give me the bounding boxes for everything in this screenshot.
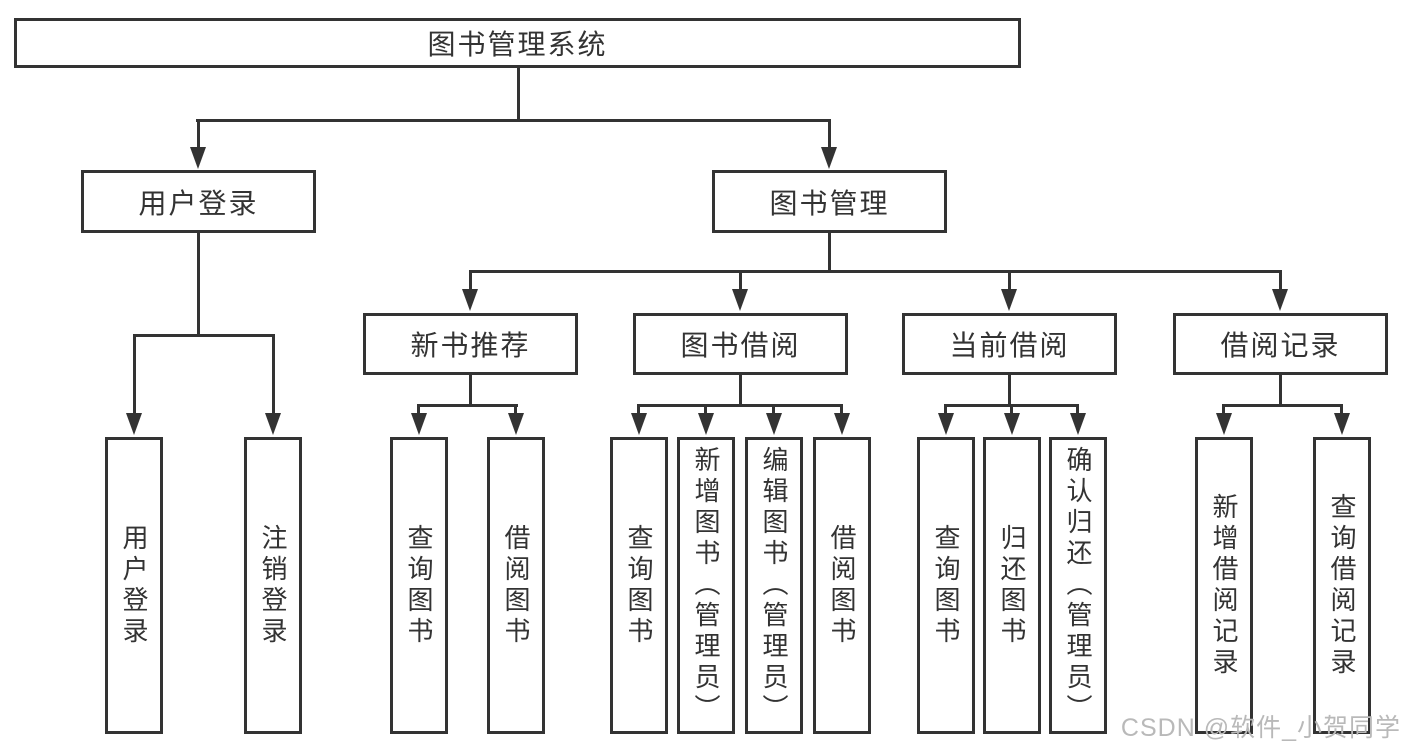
- connector-vline: [1279, 270, 1282, 291]
- connector-vline: [772, 404, 775, 415]
- connector-hline: [469, 270, 1282, 273]
- node-label: 图书管理系统: [427, 29, 608, 60]
- arrow-down-icon: [1001, 289, 1017, 311]
- leaf-label: 注销登录: [258, 523, 288, 648]
- leaf-label: 归还图书: [997, 523, 1027, 648]
- connector-vline: [739, 374, 742, 407]
- arrow-down-icon: [1004, 413, 1020, 435]
- leaf-query-borrow-record: 查询借阅记录: [1313, 437, 1371, 734]
- leaf-label: 编辑图书（管理员）: [759, 446, 789, 725]
- connector-hline: [637, 404, 843, 407]
- connector-vline: [469, 270, 472, 291]
- connector-vline: [840, 404, 843, 415]
- arrow-down-icon: [462, 289, 478, 311]
- leaf-label: 新增图书（管理员）: [691, 446, 721, 725]
- node-library-system: 图书管理系统: [14, 18, 1021, 68]
- connector-vline: [514, 404, 517, 415]
- connector-vline: [272, 334, 275, 414]
- leaf-label: 确认归还（管理员）: [1063, 446, 1093, 725]
- connector-vline: [1076, 404, 1079, 415]
- leaf-label: 查询图书: [931, 523, 961, 648]
- node-book-borrow: 图书借阅: [633, 313, 848, 375]
- connector-vline: [1222, 404, 1225, 415]
- leaf-return-books: 归还图书: [983, 437, 1041, 734]
- connector-vline: [944, 404, 947, 415]
- connector-vline: [133, 334, 136, 414]
- leaf-borrow-books: 借阅图书: [813, 437, 871, 734]
- connector-vline: [1340, 404, 1343, 415]
- node-borrow-records: 借阅记录: [1173, 313, 1388, 375]
- leaf-user-login: 用户登录: [105, 437, 163, 734]
- leaf-label: 查询借阅记录: [1327, 492, 1357, 679]
- arrow-down-icon: [732, 289, 748, 311]
- node-label: 用户登录: [138, 187, 259, 219]
- connector-vline: [828, 119, 831, 150]
- node-book-management: 图书管理: [712, 170, 947, 233]
- node-user-login: 用户登录: [81, 170, 316, 233]
- connector-vline: [1008, 374, 1011, 407]
- node-label: 新书推荐: [410, 330, 531, 361]
- arrow-down-icon: [508, 413, 524, 435]
- connector-vline: [1279, 374, 1282, 407]
- leaf-label: 查询图书: [404, 523, 434, 648]
- arrow-down-icon: [1216, 413, 1232, 435]
- connector-vline: [828, 232, 831, 273]
- arrow-down-icon: [766, 413, 782, 435]
- leaf-query-books: 查询图书: [390, 437, 448, 734]
- arrow-down-icon: [190, 147, 206, 169]
- leaf-label: 新增借阅记录: [1209, 492, 1239, 679]
- arrow-down-icon: [1334, 413, 1350, 435]
- arrow-down-icon: [698, 413, 714, 435]
- leaf-label: 用户登录: [119, 523, 149, 648]
- leaf-confirm-return-admin: 确认归还（管理员）: [1049, 437, 1107, 734]
- arrow-down-icon: [265, 413, 281, 435]
- connector-hline: [133, 334, 275, 337]
- node-new-book-recommend: 新书推荐: [363, 313, 578, 375]
- node-label: 图书管理: [769, 187, 890, 219]
- connector-vline: [1010, 404, 1013, 415]
- leaf-add-borrow-record: 新增借阅记录: [1195, 437, 1253, 734]
- leaf-label: 借阅图书: [827, 523, 857, 648]
- arrow-down-icon: [834, 413, 850, 435]
- connector-vline: [197, 232, 200, 337]
- leaf-add-books-admin: 新增图书（管理员）: [677, 437, 735, 734]
- connector-vline: [637, 404, 640, 415]
- arrow-down-icon: [126, 413, 142, 435]
- arrow-down-icon: [821, 147, 837, 169]
- leaf-borrow-books: 借阅图书: [487, 437, 545, 734]
- node-label: 图书借阅: [680, 330, 801, 361]
- connector-vline: [1008, 270, 1011, 291]
- leaf-logout: 注销登录: [244, 437, 302, 734]
- leaf-query-books: 查询图书: [917, 437, 975, 734]
- connector-hline: [417, 404, 518, 407]
- connector-vline: [197, 119, 200, 150]
- leaf-label: 借阅图书: [501, 523, 531, 648]
- arrow-down-icon: [1070, 413, 1086, 435]
- connector-vline: [739, 270, 742, 291]
- csdn-watermark: CSDN @软件_小贺同学: [1120, 714, 1401, 742]
- connector-vline: [517, 65, 520, 122]
- arrow-down-icon: [938, 413, 954, 435]
- leaf-edit-books-admin: 编辑图书（管理员）: [745, 437, 803, 734]
- node-current-borrow: 当前借阅: [902, 313, 1117, 375]
- leaf-query-books: 查询图书: [610, 437, 668, 734]
- arrow-down-icon: [631, 413, 647, 435]
- leaf-label: 查询图书: [624, 523, 654, 648]
- arrow-down-icon: [1272, 289, 1288, 311]
- node-label: 当前借阅: [949, 330, 1070, 361]
- connector-hline: [196, 119, 830, 122]
- node-label: 借阅记录: [1220, 330, 1341, 361]
- connector-vline: [704, 404, 707, 415]
- arrow-down-icon: [411, 413, 427, 435]
- connector-vline: [469, 374, 472, 407]
- connector-vline: [417, 404, 420, 415]
- connector-hline: [1222, 404, 1343, 407]
